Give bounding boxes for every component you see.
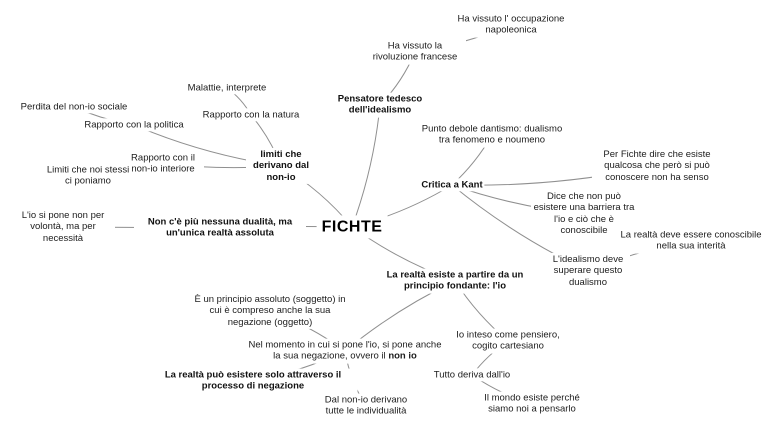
node-mondo: Il mondo esiste perché siamo noi a pensa… bbox=[475, 391, 589, 417]
node-individualita: Dal non-io derivano tutte le individuali… bbox=[316, 393, 416, 419]
node-cogito: Io inteso come pensiero, cogito cartesia… bbox=[447, 328, 569, 354]
node-label: Ha vissuto la rivoluzione francese bbox=[372, 40, 458, 63]
node-perfichte: Per Fichte dire che esiste qualcosa che … bbox=[592, 147, 722, 185]
node-label: Punto debole dantismo: dualismo tra feno… bbox=[421, 123, 563, 146]
node-label: Non c'è più nessuna dualità, ma un'unica… bbox=[147, 216, 293, 239]
node-punto: Punto debole dantismo: dualismo tra feno… bbox=[414, 122, 570, 148]
node-natura: Rapporto con la natura bbox=[200, 108, 302, 122]
node-label: Nel momento in cui si pone l'io, si pone… bbox=[248, 339, 442, 362]
node-superare: L'idealismo deve superare questo dualism… bbox=[546, 252, 630, 290]
node-label: FICHTE bbox=[321, 218, 383, 236]
node-politica: Rapporto con la politica bbox=[82, 118, 186, 132]
node-label: La realtà può esistere solo attraverso i… bbox=[164, 369, 342, 392]
node-label: Dal non-io derivano tutte le individuali… bbox=[324, 394, 408, 417]
node-label: Malattie, interprete bbox=[187, 82, 267, 94]
node-label: È un principio assoluto (soggetto) in cu… bbox=[194, 293, 346, 328]
node-label: Io inteso come pensiero, cogito cartesia… bbox=[456, 329, 560, 352]
node-assoluto: È un principio assoluto (soggetto) in cu… bbox=[186, 292, 354, 330]
node-critica: Critica a Kant bbox=[419, 178, 485, 192]
node-label-bold: non io bbox=[388, 351, 417, 362]
node-pensatore: Pensatore tedesco dell'idealismo bbox=[328, 92, 432, 118]
node-label: Rapporto con la natura bbox=[202, 109, 300, 121]
node-label: L'io si pone non per volontà, ma per nec… bbox=[21, 209, 105, 244]
node-dualita: Non c'è più nessuna dualità, ma un'unica… bbox=[134, 215, 306, 241]
edge-fichte-pensatore bbox=[351, 104, 381, 228]
node-label: Rapporto con il non-io interiore bbox=[131, 152, 195, 175]
node-limitinoi: Limiti che noi stessi ci poniamo bbox=[44, 163, 132, 189]
node-negazione: La realtà può esistere solo attraverso i… bbox=[148, 368, 358, 394]
node-label: Per Fichte dire che esiste qualcosa che … bbox=[603, 148, 711, 183]
node-label: Il mondo esiste perché siamo noi a pensa… bbox=[484, 392, 580, 415]
node-fichte: FICHTE bbox=[316, 215, 388, 239]
node-malattie: Malattie, interprete bbox=[185, 81, 269, 95]
node-label: La realtà esiste a partire da un princip… bbox=[386, 269, 524, 292]
node-label: Critica a Kant bbox=[421, 179, 483, 191]
node-principio: La realtà esiste a partire da un princip… bbox=[367, 268, 543, 294]
node-volonta: L'io si pone non per volontà, ma per nec… bbox=[11, 208, 115, 246]
node-label: limiti che derivano dal non-io bbox=[253, 148, 309, 183]
node-label: Rapporto con la politica bbox=[84, 119, 184, 131]
node-interita: La realtà deve essere conoscibile nella … bbox=[618, 228, 764, 254]
node-label: Tutto deriva dall'io bbox=[433, 369, 511, 381]
node-rivoluzione: Ha vissuto la rivoluzione francese bbox=[364, 39, 466, 65]
node-label: L'idealismo deve superare questo dualism… bbox=[552, 253, 624, 288]
node-label: Ha vissuto l' occupazione napoleonica bbox=[457, 13, 565, 36]
node-label: La realtà deve essere conoscibile nella … bbox=[620, 229, 762, 252]
node-interiore: Rapporto con il non-io interiore bbox=[122, 151, 204, 177]
node-limiti: limiti che derivano dal non-io bbox=[246, 147, 316, 185]
node-label: Pensatore tedesco dell'idealismo bbox=[337, 93, 423, 116]
node-napoleonica: Ha vissuto l' occupazione napoleonica bbox=[449, 12, 573, 38]
node-perdita: Perdita del non-io sociale bbox=[18, 100, 130, 114]
node-tutto: Tutto deriva dall'io bbox=[431, 368, 513, 382]
node-label: Perdita del non-io sociale bbox=[20, 101, 128, 113]
node-label: Dice che non può esistere una barriera t… bbox=[533, 191, 635, 237]
node-nelmomento: Nel momento in cui si pone l'io, si pone… bbox=[243, 338, 447, 364]
node-label: Limiti che noi stessi ci poniamo bbox=[46, 164, 130, 187]
node-barriera: Dice che non può esistere una barriera t… bbox=[531, 190, 637, 238]
